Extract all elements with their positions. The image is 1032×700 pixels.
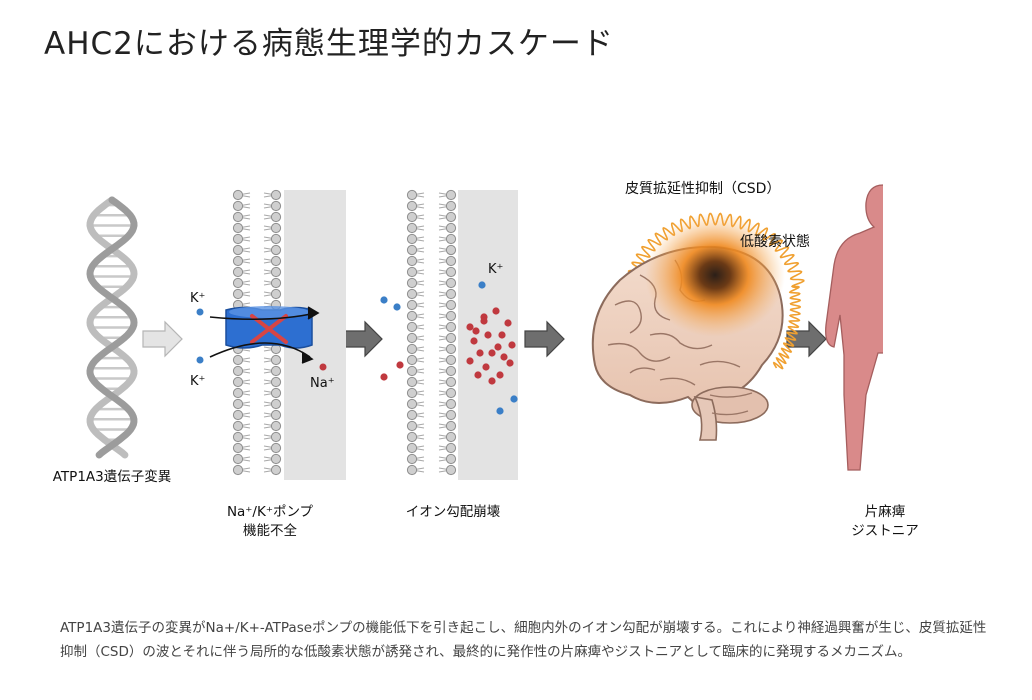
k-ion-label-bottom: K⁺ <box>190 374 205 389</box>
human-body-icon <box>825 184 941 471</box>
flow-arrow-2 <box>342 320 383 358</box>
sodium-ion <box>319 363 327 371</box>
sodium-ion <box>508 341 516 349</box>
brain-csd-panel: 皮質拡延性抑制（CSD） 低酸素状態 <box>591 181 810 441</box>
sodium-ion <box>476 349 484 357</box>
ion-flux-arrows <box>209 306 320 364</box>
potassium-ion <box>196 356 204 364</box>
csd-label: 皮質拡延性抑制（CSD） <box>625 181 780 197</box>
sodium-ion <box>484 331 492 339</box>
potassium-ion <box>393 303 401 311</box>
hypoxia-label: 低酸素状態 <box>740 234 810 250</box>
sodium-ion <box>504 319 512 327</box>
potassium-ion <box>496 407 504 415</box>
lipid-bilayer <box>406 189 457 476</box>
flow-arrow-4 <box>786 320 827 358</box>
sodium-ion <box>506 359 514 367</box>
sodium-ion <box>470 337 478 345</box>
sodium-ion <box>492 307 500 315</box>
sodium-ion <box>480 317 488 325</box>
brain-icon <box>591 213 785 441</box>
outcome-label-line2: ジストニア <box>851 523 919 539</box>
na-ion-label: Na⁺ <box>310 376 335 391</box>
sodium-ion <box>380 373 388 381</box>
ion-scatter <box>380 281 518 415</box>
sodium-ion <box>500 353 508 361</box>
k-ion-label-top: K⁺ <box>190 291 205 306</box>
csd-hotspot <box>645 213 785 337</box>
cell-membrane-pump-panel: K⁺ K⁺ Na⁺ <box>190 189 346 480</box>
sodium-ion <box>488 377 496 385</box>
k-ion-label: K⁺ <box>488 262 503 277</box>
sodium-ion <box>482 363 490 371</box>
pump-label-line1: Na⁺/K⁺ポンプ <box>226 504 314 520</box>
potassium-ion <box>478 281 486 289</box>
outcome-label-line1: 片麻痺 <box>864 504 906 520</box>
flow-arrow-1 <box>142 320 183 358</box>
sodium-ion <box>496 371 504 379</box>
sodium-ion <box>466 357 474 365</box>
potassium-ion <box>510 395 518 403</box>
sodium-ion <box>494 343 502 351</box>
sodium-ion <box>396 361 404 369</box>
ion-gradient-panel: K⁺ <box>380 189 518 480</box>
page-title: AHC2における病態生理学的カスケード <box>44 26 614 62</box>
sodium-ion <box>466 323 474 331</box>
ion-gradient-label: イオン勾配崩壊 <box>405 504 501 520</box>
outcome-label: 片麻痺 ジストニア <box>820 503 950 541</box>
dna-helix-icon <box>86 196 138 459</box>
sodium-ion <box>474 371 482 379</box>
sodium-ion <box>498 331 506 339</box>
potassium-ion <box>196 308 204 316</box>
diagram-canvas: K⁺ K⁺ Na⁺ K⁺ <box>86 181 1020 480</box>
flow-arrow-3 <box>524 320 565 358</box>
pathophysiology-diagram: K⁺ K⁺ Na⁺ K⁺ <box>40 95 1020 565</box>
sodium-ion <box>488 349 496 357</box>
blocked-cross-icon <box>250 314 288 344</box>
sodium-ion <box>472 327 480 335</box>
figure-caption: ATP1A3遺伝子の変異がNa+/K+-ATPaseポンプの機能低下を引き起こし… <box>60 620 987 660</box>
pump-label-line2: 機能不全 <box>243 523 297 539</box>
gene-mutation-label: ATP1A3遺伝子変異 <box>52 469 172 485</box>
pump-dysfunction-label: Na⁺/K⁺ポンプ 機能不全 <box>200 503 340 541</box>
potassium-ion <box>380 296 388 304</box>
